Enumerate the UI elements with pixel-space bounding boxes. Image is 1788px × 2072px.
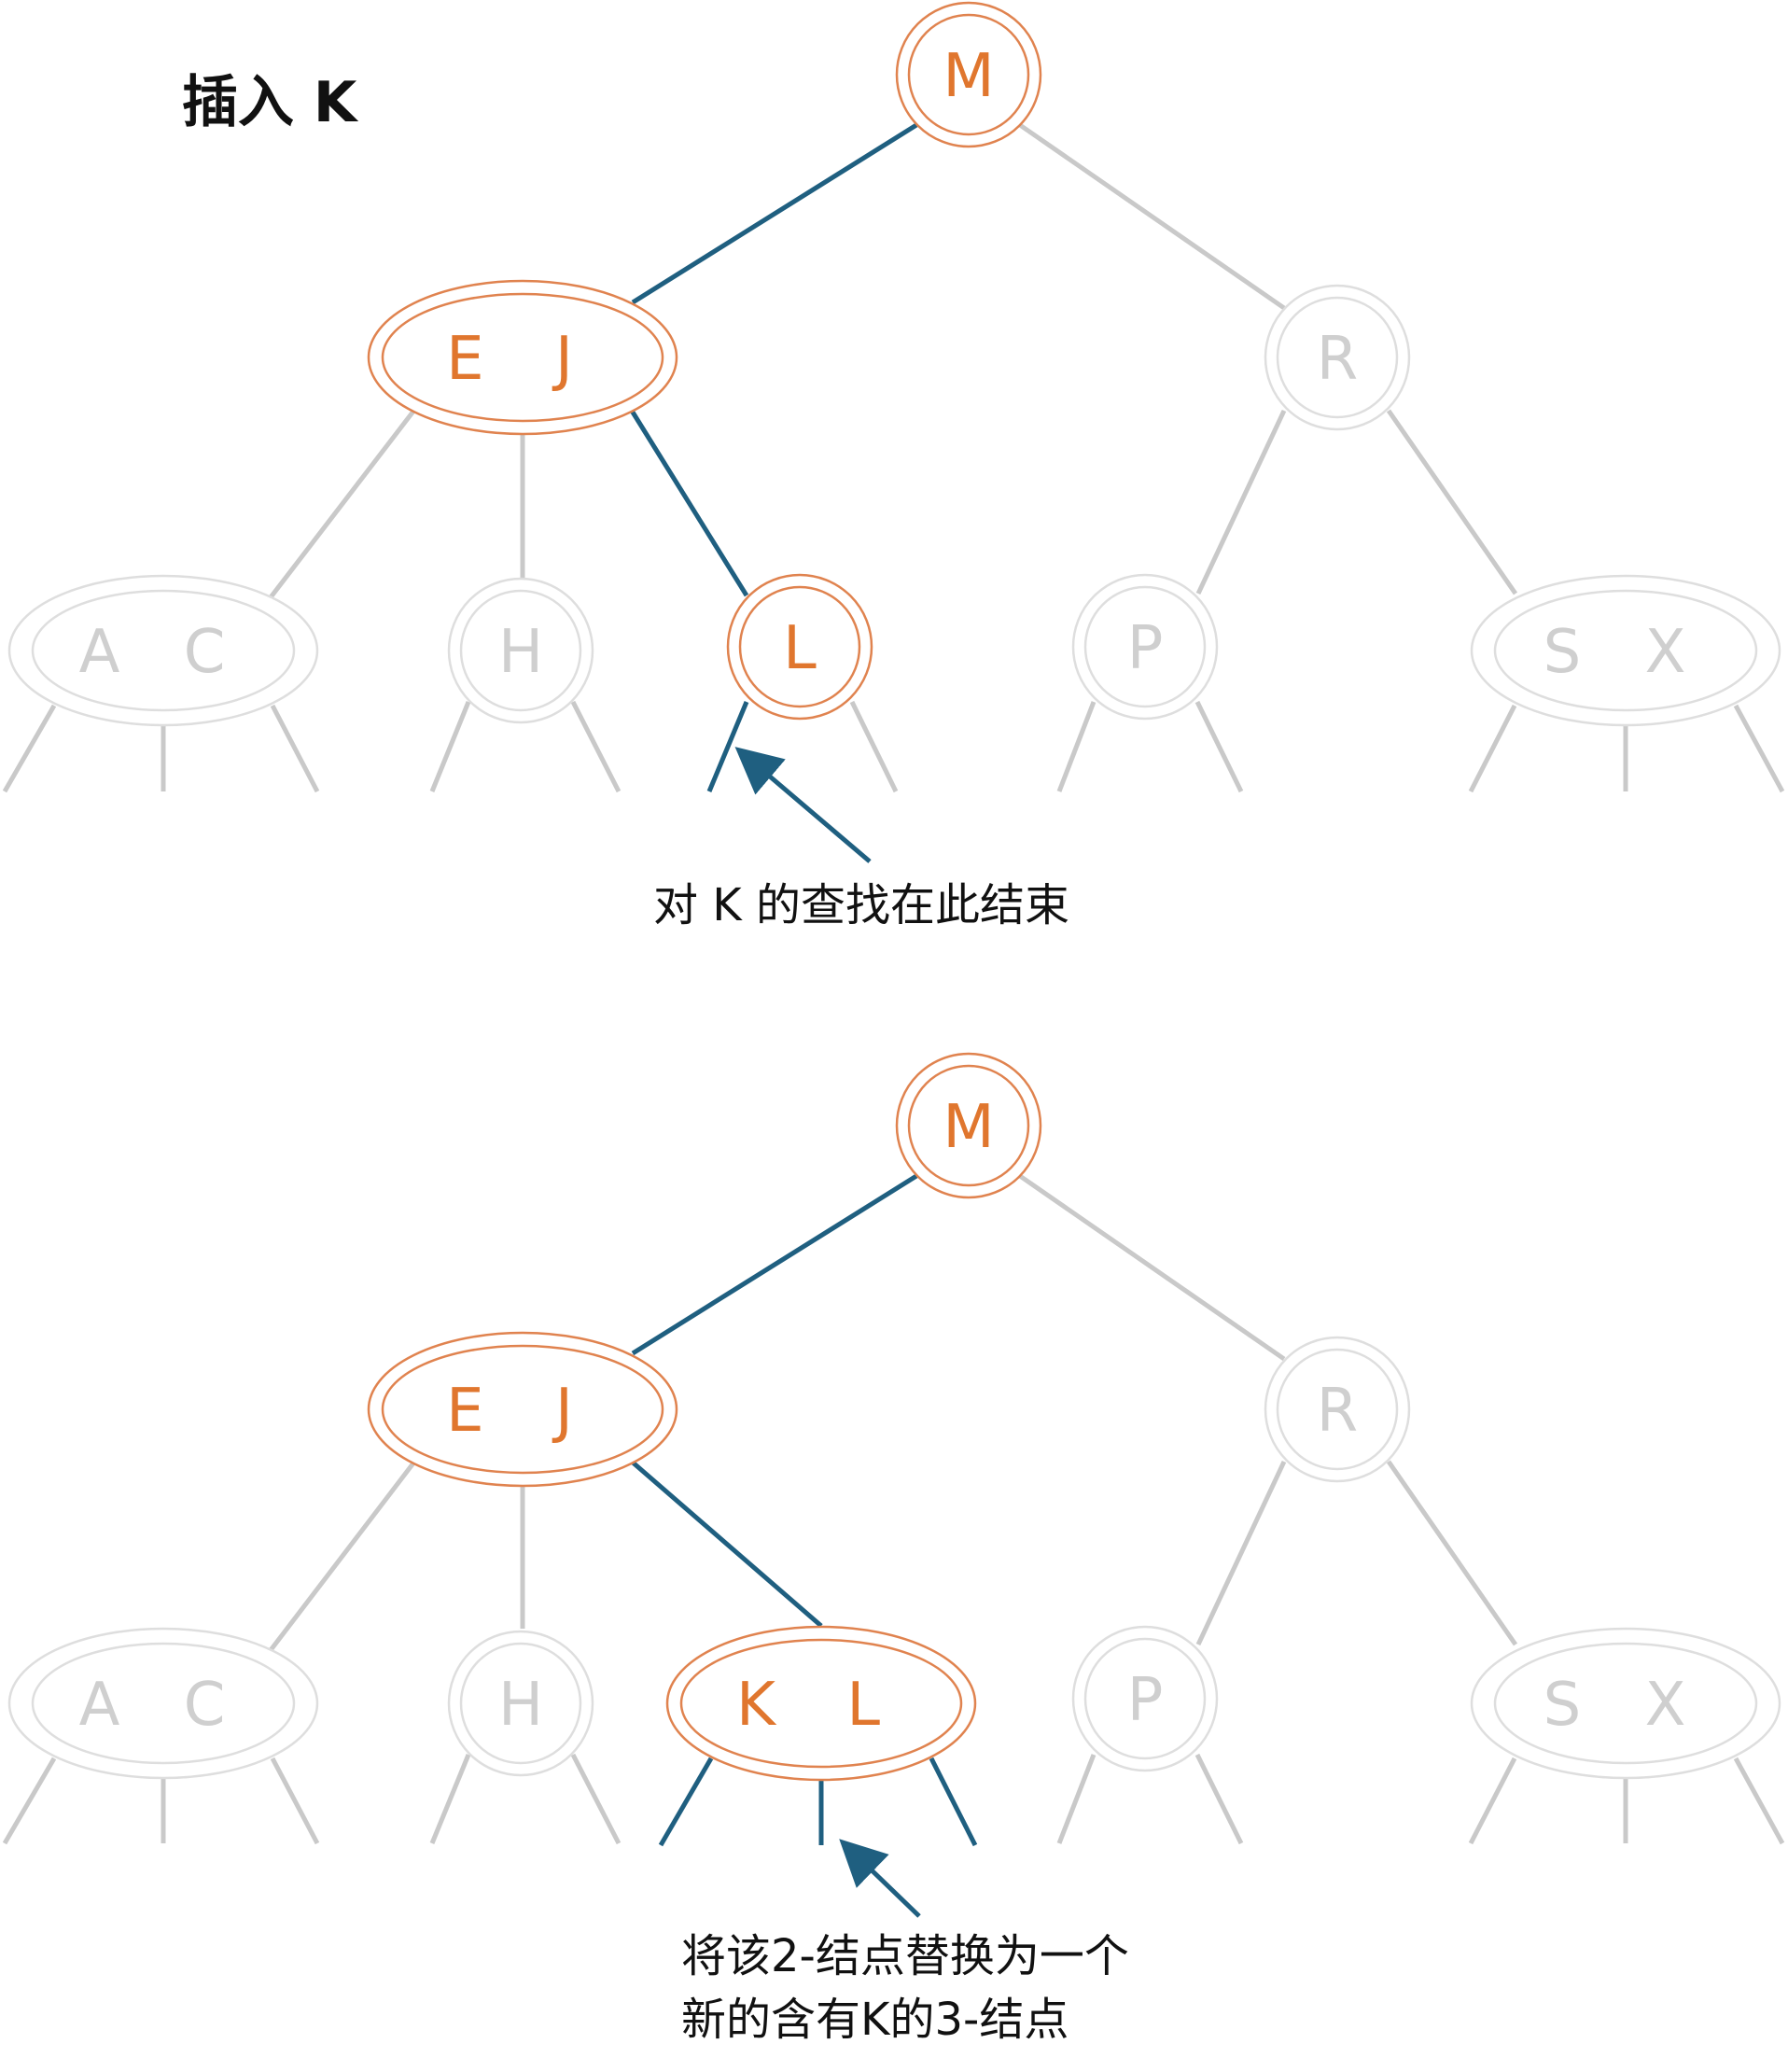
- leaf-stub: [1468, 1757, 1517, 1845]
- edge-right-rr: [1386, 1460, 1518, 1646]
- arrow-new-node: [839, 1839, 921, 1918]
- leaf-stub: [1056, 701, 1097, 792]
- node-key: E J: [446, 1377, 599, 1446]
- node-key: S X: [1544, 618, 1709, 687]
- edge-left-ll: [269, 407, 417, 599]
- node-key: S X: [1544, 1671, 1709, 1740]
- node-root: M: [895, 1052, 1042, 1199]
- leaf-stub: [570, 1753, 622, 1845]
- node-key: L: [783, 614, 817, 683]
- caption-line-2: 新的含有K的3-结点: [681, 1994, 1069, 2046]
- arrow-search-end: [734, 747, 872, 863]
- leaf-stub: [570, 700, 622, 793]
- node-key: R: [1317, 1377, 1358, 1446]
- leaf-stub: [1468, 704, 1517, 793]
- node-right: R: [1264, 284, 1411, 431]
- node-key: E J: [446, 325, 599, 394]
- leaf-stub: [270, 704, 320, 793]
- edge-left-lr: [630, 1460, 823, 1628]
- edge-root-left: [631, 122, 918, 305]
- leaf-stub-new: [658, 1757, 714, 1847]
- node-lm: H: [447, 577, 594, 724]
- node-key: P: [1127, 614, 1164, 683]
- caption-line-1: 将该2-结点替换为一个: [681, 1930, 1129, 1982]
- edge-right-rl: [1195, 1460, 1287, 1646]
- node-lr: K L: [665, 1625, 977, 1782]
- leaf-stub: [270, 1757, 320, 1845]
- page-title: 插入 K: [182, 70, 359, 135]
- panel-2: M E J R A C H K L: [2, 1052, 1785, 2046]
- leaf-stub: [2, 704, 57, 793]
- panel-1: M E J R A C H L: [2, 1, 1785, 931]
- node-rr: S X: [1470, 574, 1781, 727]
- leaf-stub-search-end: [706, 701, 749, 792]
- edge-left-lr: [629, 409, 749, 597]
- leaf-stub: [429, 701, 471, 792]
- leaf-stub: [1733, 704, 1785, 793]
- leaf-stub: [1194, 700, 1244, 793]
- edge-right-rl: [1195, 409, 1287, 595]
- leaf-stub: [1056, 1754, 1097, 1844]
- node-key: K L: [736, 1671, 906, 1740]
- node-key: H: [498, 1671, 543, 1740]
- node-key: M: [943, 42, 994, 111]
- node-key: A C: [79, 618, 248, 687]
- node-key: M: [943, 1093, 994, 1162]
- node-lm: H: [447, 1630, 594, 1777]
- node-rl: P: [1071, 573, 1219, 721]
- node-root: M: [895, 1, 1042, 148]
- leaf-stub: [849, 700, 899, 793]
- node-key: P: [1127, 1666, 1164, 1735]
- leaf-stub-new: [929, 1757, 978, 1847]
- leaf-stub: [1194, 1753, 1244, 1845]
- node-key: H: [498, 618, 543, 687]
- node-key: R: [1317, 325, 1358, 394]
- leaf-stub: [1733, 1757, 1785, 1845]
- node-right: R: [1264, 1336, 1411, 1483]
- node-left: E J: [367, 279, 678, 436]
- leaf-stub: [429, 1754, 471, 1844]
- caption-search-end: 对 K 的查找在此结束: [653, 879, 1069, 931]
- node-ll: A C: [7, 574, 319, 727]
- node-lr: L: [726, 573, 873, 721]
- node-key: A C: [79, 1671, 248, 1740]
- node-ll: A C: [7, 1627, 319, 1780]
- leaf-stub: [2, 1757, 57, 1845]
- node-rr: S X: [1470, 1627, 1781, 1780]
- edge-left-ll: [269, 1459, 417, 1652]
- edge-root-right: [1018, 122, 1286, 311]
- node-left: E J: [367, 1331, 678, 1488]
- edge-root-left: [631, 1173, 918, 1356]
- edge-right-rr: [1386, 409, 1518, 595]
- node-rl: P: [1071, 1625, 1219, 1772]
- edge-root-right: [1018, 1173, 1286, 1362]
